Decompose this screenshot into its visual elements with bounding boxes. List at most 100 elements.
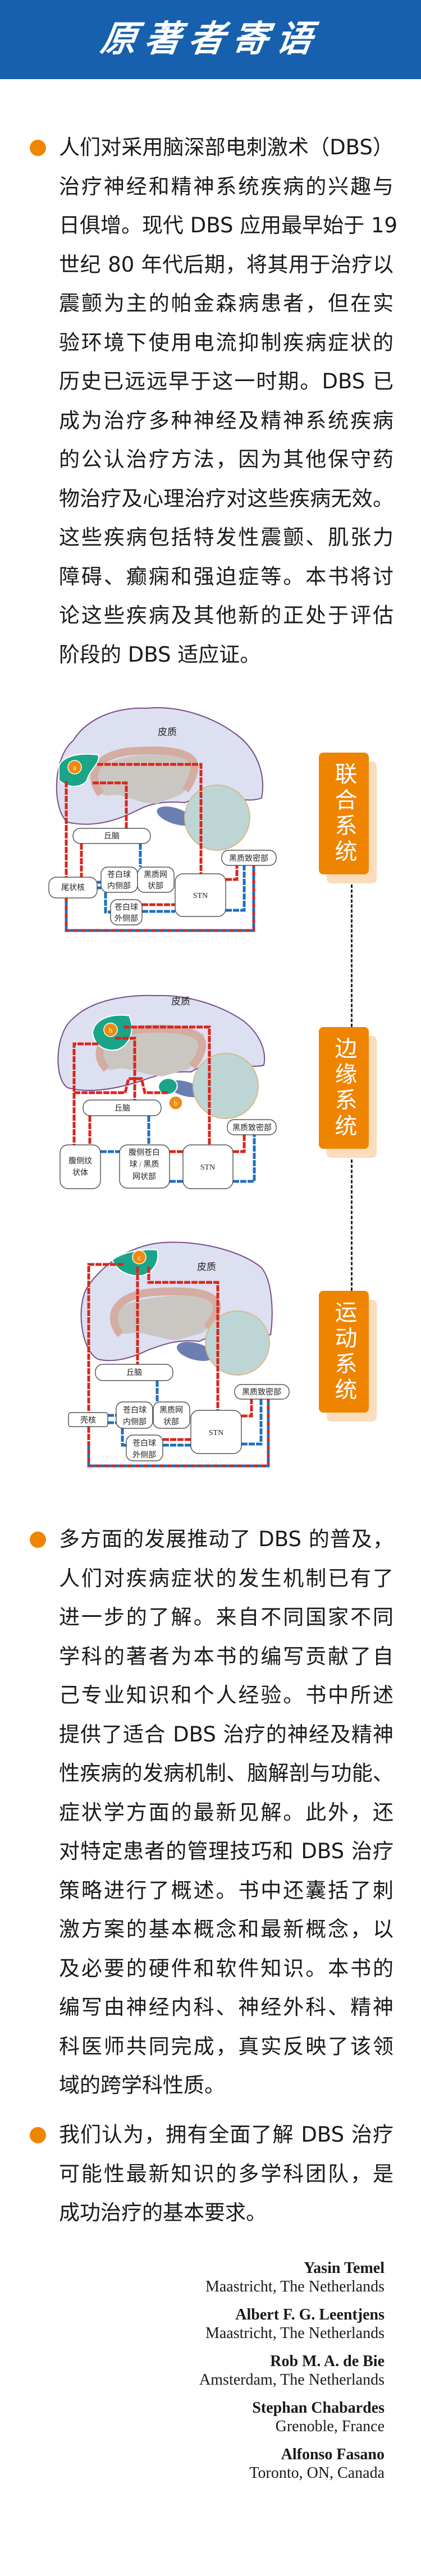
bullet-icon — [30, 2127, 46, 2143]
pathway-blue — [104, 892, 111, 914]
paragraph-intro: 人们对采用脑深部电刺激术（DBS） 治疗神经和精神系统疾病的兴趣与日俱增。现代 D… — [59, 128, 398, 674]
box-snr — [153, 1401, 190, 1429]
box-ventral-pallidum — [119, 1144, 170, 1189]
box-thalamus — [95, 1364, 173, 1381]
paragraph-line: 可能性最新知识的多学科团队，是 — [59, 2161, 393, 2186]
cerebellum — [205, 1310, 270, 1376]
diagram-associative-circuit: 皮质 a 丘脑 尾状核 苍白球 内侧部 黑质网 状部 苍白球 外侧部 STN 黑… — [48, 707, 277, 932]
marker-c-icon — [132, 1250, 147, 1264]
corpus-callosum — [90, 746, 199, 797]
pathway-red — [226, 865, 239, 881]
pathway-blue — [108, 1414, 116, 1424]
paragraph-line: 论这些疾病及其他新的正处于评估 — [59, 603, 393, 627]
author-name: Albert F. G. Leentjens — [235, 2306, 385, 2323]
author-location: Grenoble, France — [275, 2418, 385, 2435]
paragraph-line: 性疾病的发病机制、脑解剖与功能、 — [59, 1761, 393, 1785]
marker-a-icon — [67, 760, 82, 774]
bullet-icon — [30, 140, 46, 156]
pathway-blue — [241, 1399, 263, 1446]
pathway-blue — [97, 881, 101, 890]
bullet-icon — [30, 1532, 46, 1548]
page-title: 原著者寄语 — [98, 19, 323, 60]
pathway-blue — [121, 1428, 126, 1447]
cerebellum — [184, 785, 250, 851]
marker-label: b — [174, 1099, 178, 1107]
pathway-red — [97, 763, 203, 874]
paragraph-line: 震颤为主的帕金森病患者，但在实 — [59, 291, 393, 315]
cortex-label: 皮质 — [197, 1262, 216, 1272]
box-gpi — [116, 1401, 153, 1429]
paragraph-line: 的公认治疗方法，因为其他保守药 — [59, 447, 393, 471]
box-snr-label: 状部 — [163, 1418, 179, 1427]
pathway-blue — [233, 1135, 256, 1183]
box-gpe-label: 外侧部 — [132, 1451, 156, 1460]
box-ventral-pallidum-label: 球 / 黑质 — [130, 1160, 159, 1169]
box-thalamus — [83, 1099, 162, 1116]
diagram-limbic-circuit: 皮质 b b 丘脑 腹侧纹 状体 腹侧苍白 球 / 黑质 网状部 STN 黑质致… — [57, 994, 277, 1189]
paragraph-line: 及必要的硬件和软件知识。本书的 — [59, 1956, 393, 1981]
paragraph-development: 多方面的发展推动了 DBS 的普及，人们对疾病症状的发生机制已有了进一步的了解。… — [59, 1520, 393, 2105]
paragraph-line: 我们认为，拥有全面了解 DBS 治疗 — [59, 2123, 393, 2147]
box-ventral-pallidum-label: 网状部 — [132, 1172, 156, 1181]
box-snc — [221, 850, 277, 866]
paragraph-line: 编写由神经内科、神经外科、精神 — [59, 1995, 393, 2019]
paragraph-line: 障碍、癫痫和强迫症等。本书将讨 — [59, 564, 393, 589]
paragraph-line: 阶段的 DBS 适应证。 — [59, 642, 261, 667]
marker-label: a — [73, 763, 76, 772]
box-gpe-label: 苍白球 — [115, 903, 138, 912]
paragraph-line: 症状学方面的最新见解。此外，还 — [59, 1800, 393, 1825]
box-putamen-label: 壳核 — [80, 1415, 96, 1425]
box-gpe-label: 外侧部 — [115, 914, 138, 923]
limbic-region-green-lower — [158, 1078, 178, 1096]
box-snr-label: 黑质网 — [144, 870, 167, 879]
cerebellum — [193, 1053, 259, 1119]
box-gpi-label: 苍白球 — [123, 1406, 147, 1415]
paragraph-line: 激方案的基本概念和最新概念，以 — [59, 1917, 393, 1941]
box-caudate — [48, 877, 98, 899]
paragraph-line: 提供了适合 DBS 治疗的神经及精神 — [59, 1722, 393, 1747]
paragraph-line: 己专业知识和个人经验。书中所述 — [59, 1683, 393, 1707]
box-ventral-striatum-label: 腹侧纹 — [68, 1156, 92, 1166]
box-snc-label: 黑质致密部 — [229, 854, 268, 863]
pathway-red — [147, 1267, 219, 1410]
box-thalamus — [72, 828, 151, 844]
box-stn-label: STN — [193, 892, 208, 900]
box-snc-label: 黑质致密部 — [232, 1123, 272, 1133]
paragraph-line: 成功治疗的基本要求。 — [59, 2201, 267, 2225]
cortex-label: 皮质 — [171, 996, 190, 1007]
box-caudate-label: 尾状核 — [61, 883, 85, 892]
author-location: Maastricht, The Netherlands — [205, 2278, 385, 2295]
pathway-red — [123, 1025, 211, 1145]
paragraph-line: 日俱增。现代 DBS 应用最早始于 19 — [59, 213, 398, 237]
brainstem — [176, 1342, 214, 1361]
author-location: Amsterdam, The Netherlands — [199, 2371, 385, 2389]
pathway-red — [72, 1042, 98, 1145]
pathway-mixed-overlay — [87, 1399, 270, 1468]
box-snr-label: 状部 — [148, 882, 163, 891]
inner-brain — [96, 754, 195, 804]
box-gpi-label: 内侧部 — [107, 882, 131, 891]
paragraph-line: 人们对疾病症状的发生机制已有了 — [59, 1566, 393, 1590]
paragraph-line: 人们对采用脑深部电刺激术（DBS） — [59, 135, 393, 159]
author-name: Yasin Temel — [304, 2259, 385, 2277]
paragraph-line: 治疗神经和精神系统疾病的兴趣与 — [59, 174, 393, 199]
author-name: Alfonso Fasano — [281, 2446, 385, 2463]
box-snc — [234, 1384, 290, 1400]
corpus-callosum — [109, 1287, 221, 1337]
box-ventral-striatum-label: 状体 — [72, 1168, 88, 1177]
paragraph-line: 学科的著者为本书的编写贡献了自 — [59, 1644, 393, 1669]
pathway-red — [241, 1399, 253, 1418]
paragraph-line: 科医师共同完成，真实反映了该领 — [59, 2034, 393, 2059]
marker-b-icon — [103, 1023, 118, 1037]
box-stn — [190, 1410, 242, 1454]
cortex-label: 皮质 — [158, 727, 177, 737]
paragraph-conclusion: 我们认为，拥有全面了解 DBS 治疗可能性最新知识的多学科团队，是成功治疗的基本… — [59, 2115, 393, 2233]
connector-dotted-line — [351, 884, 353, 1027]
inner-brain — [113, 1295, 218, 1340]
paragraph-line: 成为治疗多种神经及精神系统疾病 — [59, 408, 393, 433]
